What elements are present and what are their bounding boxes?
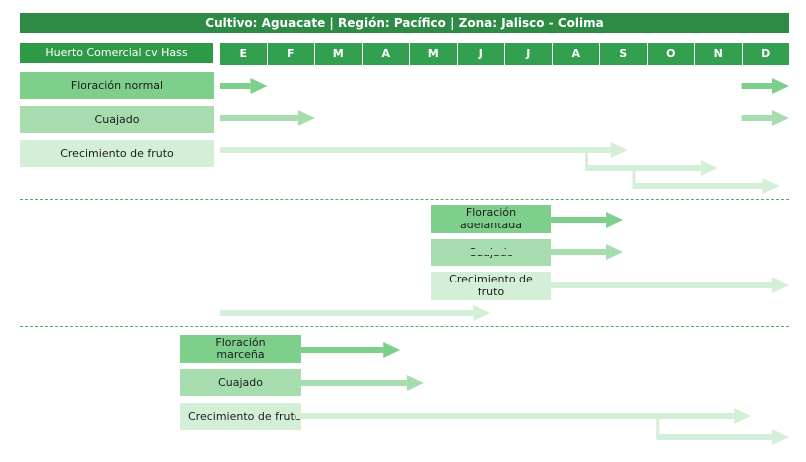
- arrow-shaft: [220, 83, 251, 89]
- arrow-head: [250, 78, 268, 94]
- arrow-shaft: [295, 380, 407, 386]
- orchard-label: Huerto Comercial cv Hass: [20, 43, 213, 63]
- arrow-head: [606, 244, 624, 260]
- month-aug: A: [551, 43, 599, 65]
- arrow-shaft: [220, 115, 298, 121]
- month-sep: S: [599, 43, 647, 65]
- arrow-shaft: [741, 115, 772, 121]
- phase-label-crecimiento: Crecimiento de fruto: [20, 140, 214, 167]
- arrow-shaft: [433, 282, 772, 288]
- arrow-head: [700, 160, 718, 176]
- arrow-head: [762, 178, 780, 194]
- month-dec: D: [741, 43, 789, 65]
- month-apr: A: [361, 43, 409, 65]
- month-jul: J: [504, 43, 552, 65]
- month-may: M: [409, 43, 457, 65]
- arrow-shaft: [295, 347, 384, 353]
- arrow-head: [297, 110, 315, 126]
- arrow-shaft: [220, 310, 474, 316]
- phase-label-floracion-normal: Floración normal: [20, 72, 214, 99]
- month-mar: M: [314, 43, 362, 65]
- arrow-shaft: [220, 147, 611, 153]
- phase-label-cuajado: Cuajado: [20, 106, 214, 133]
- arrow-shaft: [433, 217, 607, 223]
- phase-label-cuajado: Cuajado: [180, 369, 301, 396]
- arrow-head: [473, 305, 491, 321]
- phase-label-floracion-marcena: Floración marceña: [180, 335, 301, 363]
- month-feb: F: [266, 43, 314, 65]
- arrow-head: [772, 277, 789, 293]
- arrow-shaft: [632, 183, 763, 189]
- arrow-head: [772, 110, 789, 126]
- arrow-connector: [632, 165, 636, 189]
- arrow-head: [610, 142, 628, 158]
- month-jun: J: [456, 43, 504, 65]
- arrow-shaft: [656, 434, 772, 440]
- arrow-shaft: [295, 413, 735, 419]
- arrow-head: [406, 375, 424, 391]
- month-nov: N: [694, 43, 742, 65]
- phase-label-crecimiento: Crecimiento de fruto: [180, 403, 302, 430]
- group-divider: [20, 199, 789, 200]
- month-oct: O: [646, 43, 694, 65]
- chart-title: Cultivo: Aguacate | Región: Pacífico | Z…: [20, 13, 789, 33]
- arrow-shaft: [741, 83, 772, 89]
- month-jan: E: [220, 43, 267, 65]
- arrow-head: [383, 342, 401, 358]
- arrow-connector: [656, 413, 660, 440]
- arrow-shaft: [433, 249, 607, 255]
- arrow-head: [772, 429, 789, 445]
- arrow-connector: [585, 147, 589, 171]
- group-divider: [20, 326, 789, 327]
- arrow-head: [734, 408, 752, 424]
- arrow-shaft: [585, 165, 701, 171]
- arrow-head: [606, 212, 624, 228]
- arrow-head: [772, 78, 789, 94]
- month-header: E F M A M J J A S O N D: [220, 43, 789, 65]
